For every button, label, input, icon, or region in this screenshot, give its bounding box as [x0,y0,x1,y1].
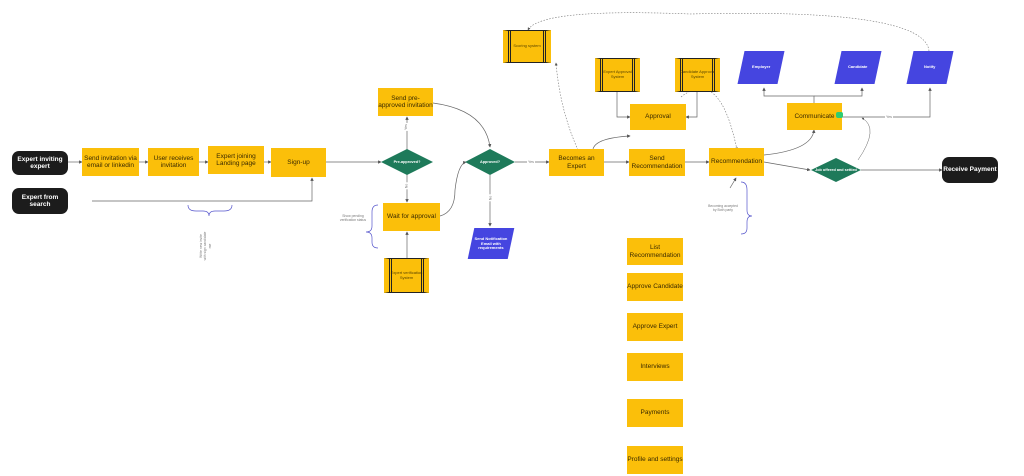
send-recommendation-step[interactable]: Send Recommendation [629,149,685,176]
scoring-system[interactable]: Scoring system [503,30,551,63]
employer-label: Employer [751,64,771,70]
send-notification-output[interactable]: Send Notification Email with requirement… [467,228,515,259]
user-receives-step[interactable]: User receives invitation [148,148,199,176]
expert-from-search-terminal[interactable]: Expert from search [12,188,68,214]
edge-expert-approval [616,92,631,119]
decision-job-offered-shape [811,158,861,182]
menu-list-recommendation[interactable]: List Recommendation [627,238,683,265]
edge-note-recommend [729,177,737,189]
menu-approve-expert[interactable]: Approve Expert [627,313,683,341]
edge-candsys-recommend [680,88,738,151]
edge-preapproved-approved [432,102,492,148]
notify-output[interactable]: Notify [906,51,954,84]
expert-inviting-terminal[interactable]: Expert inviting expert [12,151,68,175]
edge-comm-notify [842,87,932,118]
employer-output[interactable]: Employer [737,51,785,84]
edge-label-yes-2: Yes [527,160,535,164]
candidate-label: Candidate [848,64,868,70]
sign-up-step[interactable]: Sign-up [271,148,326,177]
expert-joining-step[interactable]: Expert joining Landing page [208,146,264,174]
communicate-step[interactable]: Communicate [787,103,842,130]
expert-verification-system[interactable]: Expert verification System [384,258,429,293]
edge-label-no-1: No [404,182,409,190]
wait-for-approval-step[interactable]: Wait for approval [383,203,440,231]
brace-invite [187,204,233,217]
edge-notify-scoring [527,12,930,52]
candidate-approval-system[interactable]: Candidate Approval System [675,58,720,92]
edge-candidate-approval [685,92,698,119]
edge-becomes-approval [592,134,631,150]
menu-payments[interactable]: Payments [627,399,683,427]
receive-payment-terminal[interactable]: Receive Payment [942,157,998,183]
send-notification-label: Send Notification Email with requirement… [474,235,508,250]
notify-label: Notify [924,64,936,70]
send-invitation-step[interactable]: Send invitation via email or linkedin [82,148,139,176]
edge-label-yes-3: Yes [885,115,893,119]
edge-becomes-scoring [554,62,579,151]
decision-approved-shape [465,149,515,175]
candidate-output[interactable]: Candidate [834,51,882,84]
edge-label-no-2: No [488,194,493,202]
write-sign-note: Write new invite with sign candidate me [199,231,212,261]
edge-recommend-job [763,161,811,172]
brace-wait [365,204,379,249]
menu-approve-candidate[interactable]: Approve Candidate [627,273,683,301]
becoming-accepted-note: Becoming accepted by Both party [708,204,738,213]
edge-job-communicate-return [857,117,871,161]
becomes-expert-step[interactable]: Becomes an Expert [549,149,604,176]
edge-comm-employer [762,87,815,103]
edge-wait-approved [439,161,467,217]
pre-approved-label: Pre-approved? [393,160,421,164]
menu-interviews[interactable]: Interviews [627,353,683,381]
brace-recommend [740,181,753,235]
edge-label-yes-1: Yes [403,123,408,131]
recommendation-step[interactable]: Recommendation [709,148,764,176]
approved-label: Approved? [479,160,501,164]
send-preapproved-step[interactable]: Send pre-approved invitation [378,88,433,116]
job-offered-label: Job offered and settled [815,168,857,172]
show-pending-note: Show pending verification status [339,214,367,223]
chat-badge-icon [836,112,843,118]
edge-search-signup [92,177,314,202]
edge-recommend-communicate [763,129,816,156]
edge-comm-candidate [814,87,864,97]
approval-step[interactable]: Approval [630,104,686,130]
decision-pre-approved-shape [381,149,433,175]
menu-profile-settings[interactable]: Profile and settings [627,446,683,474]
expert-approval-system[interactable]: Expert Approval System [595,58,640,92]
